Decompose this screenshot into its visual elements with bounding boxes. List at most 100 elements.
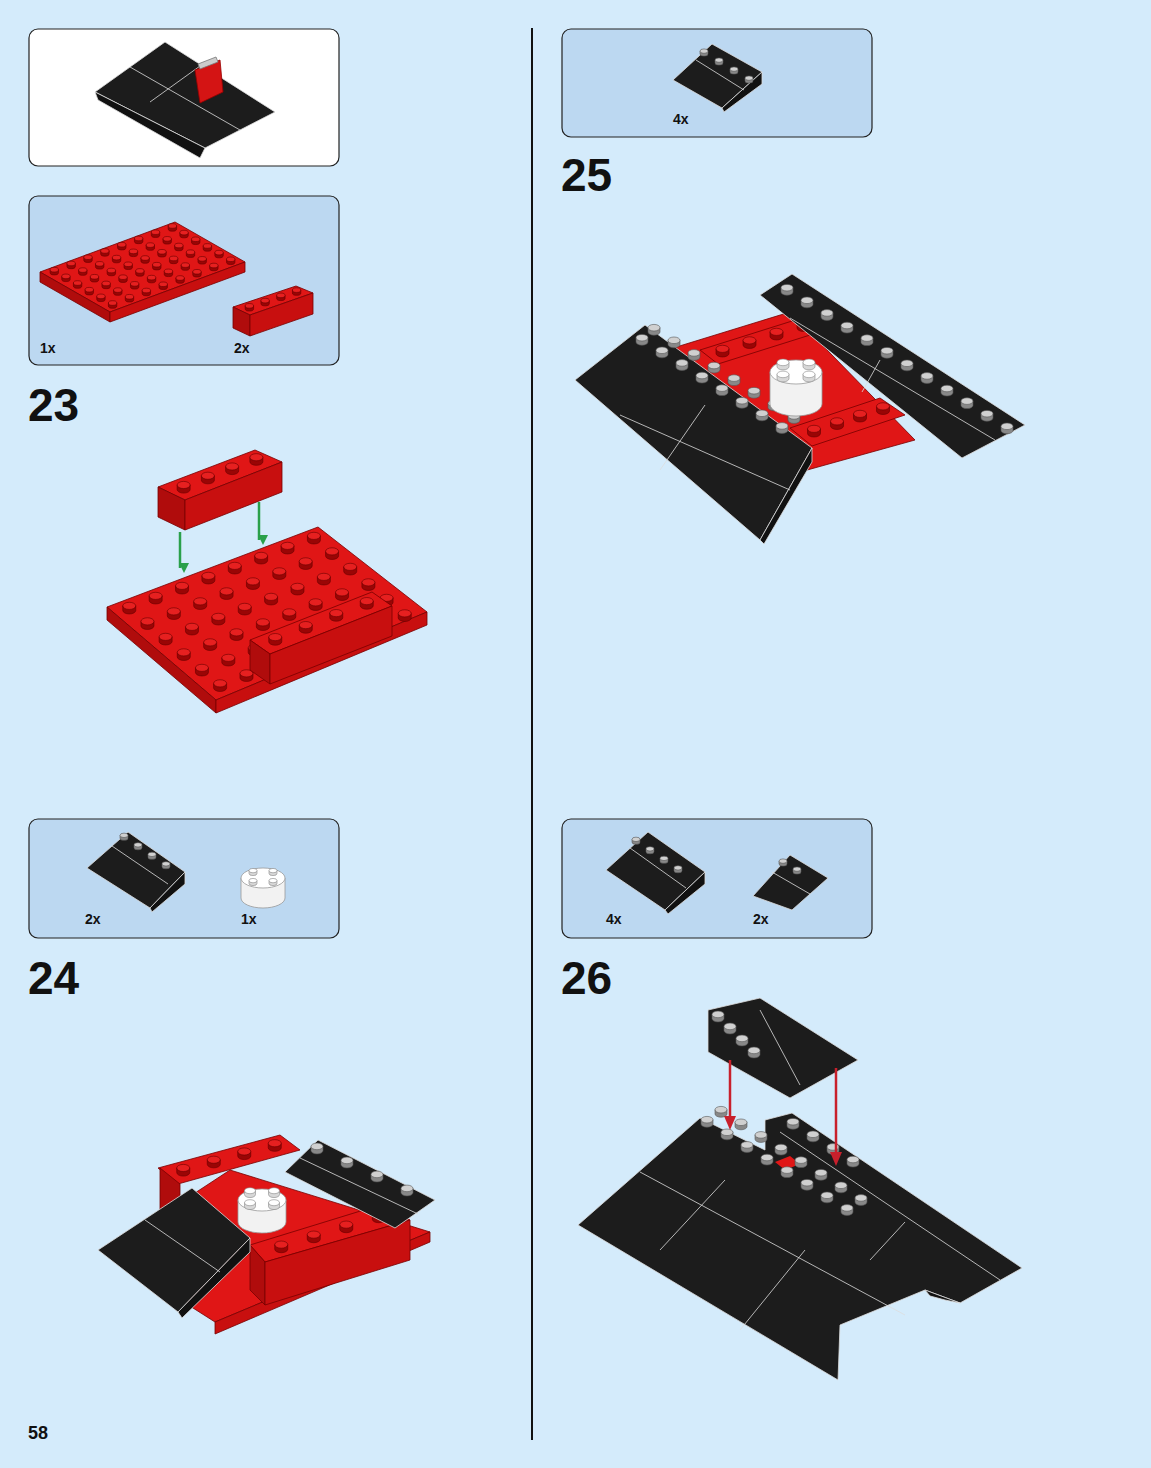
stud: [371, 1171, 383, 1178]
slope-part: [87, 832, 185, 912]
stud: [101, 249, 109, 254]
stud: [169, 256, 177, 261]
stud: [847, 1156, 859, 1163]
stud: [202, 572, 215, 579]
step-number: 23: [28, 382, 79, 428]
stud: [341, 1157, 353, 1164]
stud: [273, 568, 286, 575]
stud: [269, 878, 277, 882]
stud: [668, 337, 680, 344]
stud: [181, 263, 189, 268]
stud: [921, 373, 933, 380]
stud: [795, 1157, 807, 1164]
stud: [398, 610, 411, 617]
stud: [311, 1143, 323, 1150]
falling-brick: [158, 450, 282, 530]
stud: [277, 293, 285, 298]
stud: [724, 1023, 736, 1030]
stud: [841, 1205, 853, 1212]
stud: [226, 463, 239, 470]
stud: [124, 262, 132, 267]
stud: [50, 267, 58, 272]
plate-assembly: [107, 527, 427, 713]
stud: [748, 387, 760, 394]
stud: [808, 425, 821, 432]
stud: [148, 852, 156, 856]
placement-arrow: [180, 502, 259, 568]
placement-arrow: [724, 1060, 842, 1166]
stud: [119, 275, 127, 280]
stud: [309, 599, 322, 606]
stud: [123, 602, 136, 609]
stud: [158, 249, 166, 254]
plate-part: [40, 222, 245, 322]
stud: [177, 1164, 190, 1171]
stud: [716, 385, 728, 392]
stud: [801, 1179, 813, 1186]
stud: [186, 250, 194, 255]
stud: [775, 1144, 787, 1151]
stud: [660, 856, 668, 860]
stud: [748, 1047, 760, 1054]
stud: [317, 573, 330, 580]
stud: [62, 274, 70, 279]
quantity-label: 4x: [606, 912, 622, 926]
subassembly-panel: [29, 29, 339, 166]
parts-panel: [562, 29, 872, 137]
stud: [268, 1140, 281, 1147]
stud: [176, 276, 184, 281]
stud: [265, 593, 278, 600]
stud: [730, 67, 738, 71]
stud: [204, 639, 217, 646]
stud: [716, 345, 729, 352]
stud: [854, 410, 867, 417]
stud: [84, 255, 92, 260]
stud: [177, 481, 190, 488]
stud: [149, 592, 162, 599]
stud: [777, 371, 789, 378]
stud: [249, 878, 257, 882]
stud: [701, 1116, 713, 1123]
stud: [73, 281, 81, 286]
stud: [901, 360, 913, 367]
stud: [250, 454, 263, 461]
stud: [881, 347, 893, 354]
stud: [85, 287, 93, 292]
stud: [176, 582, 189, 589]
stud: [360, 598, 373, 605]
stud: [326, 548, 339, 555]
stud: [212, 613, 225, 620]
stud: [141, 256, 149, 261]
stud: [168, 224, 176, 229]
stud: [803, 359, 815, 366]
stud: [107, 268, 115, 273]
stud: [245, 1188, 256, 1194]
stud: [147, 275, 155, 280]
quantity-label: 1x: [241, 912, 257, 926]
stud: [261, 298, 269, 303]
stud: [275, 1241, 288, 1248]
stud: [821, 1192, 833, 1199]
stud: [307, 532, 320, 539]
stud: [201, 472, 214, 479]
parts-panel: [29, 196, 339, 365]
stud: [861, 335, 873, 342]
stud: [269, 1200, 280, 1206]
roof-thumbnail: [95, 42, 275, 158]
step25-assembly: [575, 274, 1025, 544]
quantity-label: 2x: [85, 912, 101, 926]
stud: [646, 847, 654, 851]
stud: [776, 423, 788, 430]
stud: [877, 403, 890, 410]
stud: [245, 1200, 256, 1206]
stud: [177, 649, 190, 656]
stud: [712, 1011, 724, 1018]
quantity-label: 4x: [673, 112, 689, 126]
stud: [736, 397, 748, 404]
quantity-label: 2x: [753, 912, 769, 926]
stud: [299, 622, 312, 629]
stud: [700, 49, 708, 53]
stud: [281, 542, 294, 549]
stud: [807, 1131, 819, 1138]
